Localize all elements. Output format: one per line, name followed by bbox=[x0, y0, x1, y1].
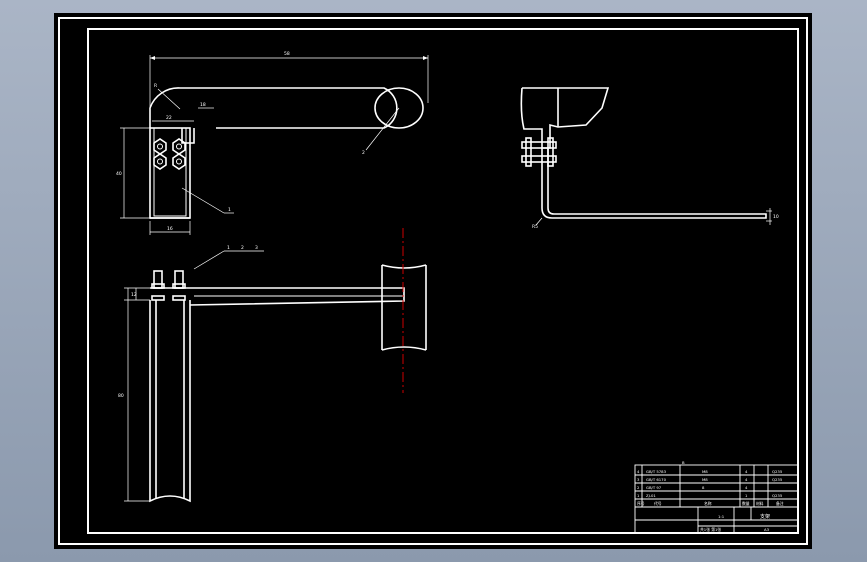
row-code: ZJ-01 bbox=[646, 493, 656, 498]
row-material: Q235 bbox=[772, 493, 783, 498]
row-code: GB/T 5783 bbox=[646, 469, 667, 474]
part-label-3: 3 bbox=[255, 245, 258, 251]
row-no: 3 bbox=[637, 477, 640, 482]
row-qty: 4 bbox=[745, 469, 748, 474]
header-label: 备注 bbox=[776, 501, 784, 506]
inner-frame bbox=[87, 28, 799, 534]
header-label: 数量 bbox=[742, 501, 750, 506]
row-no: 1 bbox=[637, 493, 640, 498]
title-block bbox=[634, 464, 799, 534]
dim-corner: R5 bbox=[532, 224, 538, 230]
format-mark: A3 bbox=[764, 527, 770, 532]
front-view-labels: 1 2 3 12 80 bbox=[118, 245, 258, 399]
part-label-2: 2 bbox=[241, 245, 244, 251]
side-view-labels: 10 R5 bbox=[532, 214, 779, 230]
outer-frame bbox=[58, 17, 808, 545]
cad-drawing: 58 22 18 40 16 R 1 2 bbox=[58, 17, 808, 545]
side-view bbox=[520, 87, 772, 226]
dim-inner: 22 bbox=[166, 115, 172, 121]
row-no: 4 bbox=[637, 469, 640, 474]
row-qty: 4 bbox=[745, 477, 748, 482]
header-label: 序号 bbox=[637, 501, 645, 506]
dim-radius: R bbox=[154, 83, 157, 89]
part-label-1: 1 bbox=[227, 245, 230, 251]
header-label: 代号 bbox=[654, 501, 662, 506]
row-name: 8 bbox=[702, 485, 705, 490]
dim-leg-width: 16 bbox=[167, 226, 173, 232]
dim-overall: 58 bbox=[284, 51, 290, 57]
top-view bbox=[120, 55, 429, 235]
drawing-title: 支架 bbox=[760, 513, 770, 520]
drawing-sheet[interactable]: 58 22 18 40 16 R 1 2 bbox=[54, 13, 812, 549]
parts-header: B bbox=[682, 460, 685, 465]
row-material: Q235 bbox=[772, 469, 783, 474]
row-name: M8 bbox=[702, 477, 708, 482]
row-no: 2 bbox=[637, 485, 640, 490]
front-view bbox=[124, 250, 427, 503]
dim-flange: 18 bbox=[200, 102, 206, 108]
header-label: 名称 bbox=[704, 501, 712, 506]
dim-left-height: 80 bbox=[118, 393, 124, 399]
row-material: Q235 bbox=[772, 477, 783, 482]
dim-leg-height: 40 bbox=[116, 171, 122, 177]
row-code: GB/T 6170 bbox=[646, 477, 667, 482]
leader-2: 2 bbox=[362, 150, 365, 156]
row-qty: 4 bbox=[745, 485, 748, 490]
sheet-count: 共1张 第1张 bbox=[700, 527, 721, 532]
leader-1: 1 bbox=[228, 207, 231, 213]
row-name: M8 bbox=[702, 469, 708, 474]
header-label: 材料 bbox=[756, 501, 764, 506]
row-qty: 1 bbox=[745, 493, 748, 498]
title-block-text: B 4 GB/T 5783 M8 4 Q235 3 GB/T 6170 M8 4… bbox=[637, 460, 784, 532]
dim-left-top: 12 bbox=[131, 292, 137, 298]
row-code: GB/T 97 bbox=[646, 485, 662, 490]
top-view-labels: 58 22 18 40 16 R 1 2 bbox=[116, 51, 365, 232]
dim-right: 10 bbox=[773, 214, 779, 220]
scale-value: 1:1 bbox=[718, 514, 725, 519]
